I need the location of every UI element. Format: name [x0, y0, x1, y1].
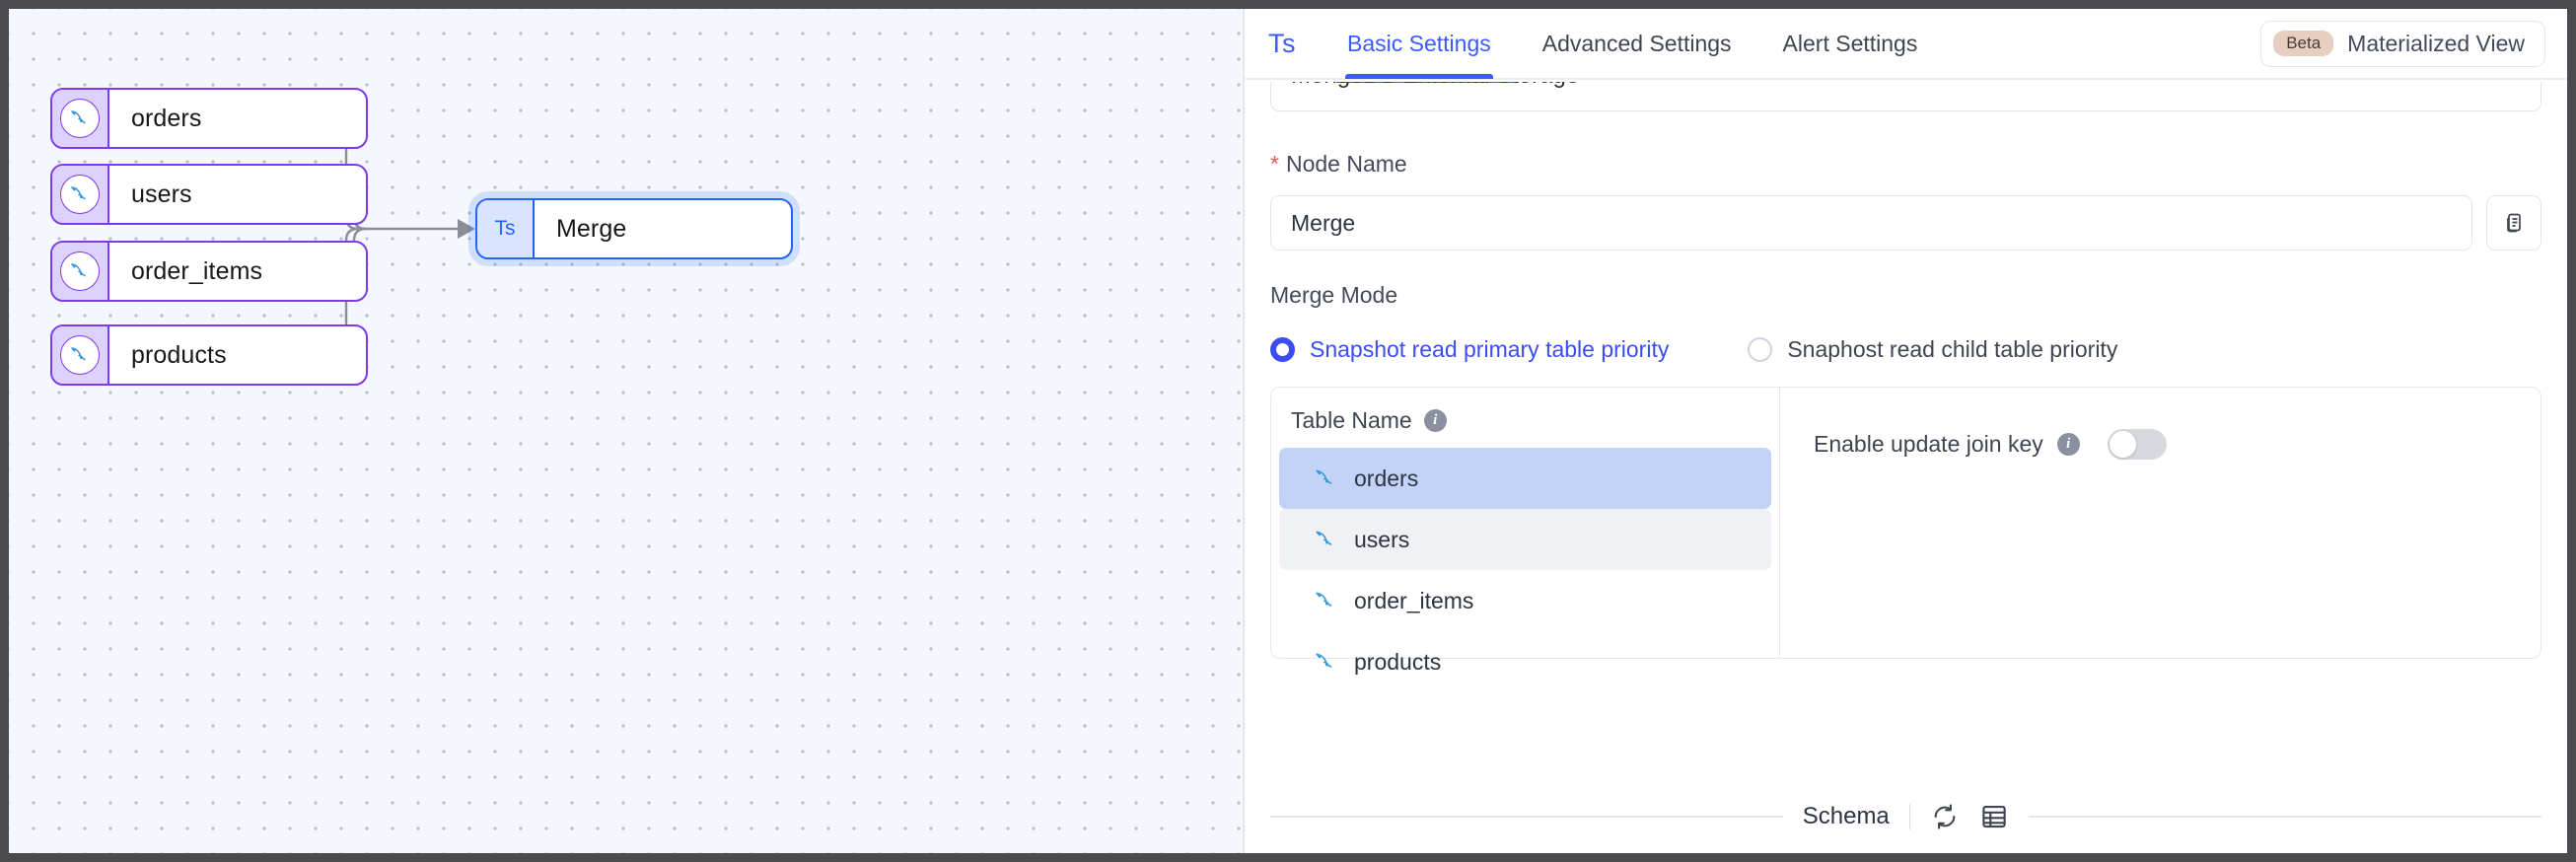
tab-alert-settings[interactable]: Alert Settings	[1782, 30, 1918, 56]
radio-indicator	[1748, 337, 1773, 362]
mysql-dolphin-icon	[1316, 469, 1332, 484]
radio-label: Snaphost read child table priority	[1787, 336, 2118, 362]
mysql-dolphin-icon	[1316, 592, 1332, 607]
ts-badge-icon: Ts	[477, 200, 535, 257]
divider-left	[1270, 816, 1783, 818]
divider-vertical	[1908, 804, 1911, 829]
info-icon[interactable]: i	[1423, 409, 1447, 432]
merge-mode-label: Merge Mode	[1270, 282, 1398, 308]
node-name-row: Merge	[1270, 195, 2541, 251]
merge-mode-radio-group: Snapshot read primary table priority Sna…	[1270, 336, 2541, 363]
divider-right	[2029, 816, 2542, 818]
settings-form: MongoDB External Storage *Node Name Merg…	[1245, 80, 2567, 853]
canvas-node-label: order_items	[131, 256, 263, 285]
node-name-input[interactable]: Merge	[1270, 195, 2472, 251]
table-row[interactable]: orders	[1279, 448, 1771, 509]
mysql-dolphin-icon	[1316, 653, 1332, 668]
radio-snapshot-primary[interactable]: Snapshot read primary table priority	[1270, 336, 1669, 363]
settings-panel: Ts Basic Settings Advanced Settings Aler…	[1245, 9, 2567, 853]
canvas-node-label: products	[131, 340, 227, 369]
copy-button[interactable]	[2486, 195, 2541, 251]
refresh-icon	[1934, 804, 1956, 829]
node-name-label: *Node Name	[1270, 151, 2541, 178]
canvas-node-products[interactable]: products	[50, 324, 368, 386]
schema-label: Schema	[1802, 803, 1890, 829]
tab-bar: Ts Basic Settings Advanced Settings Aler…	[1245, 9, 2567, 80]
selection-highlight	[1336, 82, 1519, 83]
copy-icon	[2507, 213, 2521, 233]
table-row[interactable]: products	[1279, 631, 1771, 692]
table-row-label: order_items	[1354, 587, 1474, 613]
refresh-button[interactable]	[1930, 802, 1960, 831]
canvas-node-users[interactable]: users	[50, 164, 368, 225]
table-name-header-text: Table Name	[1291, 407, 1412, 433]
mysql-dolphin-icon	[1316, 531, 1332, 545]
node-name-label-text: Node Name	[1285, 151, 1407, 177]
table-row-label: orders	[1354, 465, 1419, 491]
beta-badge: Beta	[2273, 31, 2334, 56]
materialized-view-button[interactable]: Beta Materialized View	[2260, 20, 2545, 67]
tab-basic-settings[interactable]: Basic Settings	[1322, 8, 1517, 79]
canvas-node-label: orders	[131, 104, 202, 132]
mysql-dolphin-icon	[52, 326, 109, 384]
table-row[interactable]: order_items	[1279, 570, 1771, 631]
radio-indicator	[1270, 337, 1295, 362]
enable-update-join-key-row: Enable update join key i	[1814, 429, 2540, 460]
table-row[interactable]: users	[1279, 509, 1771, 570]
canvas-node-label: Merge	[556, 214, 627, 243]
info-icon[interactable]: i	[2056, 433, 2080, 456]
table-row-label: users	[1354, 526, 1410, 552]
canvas-node-order-items[interactable]: order_items	[50, 241, 368, 302]
table-name-header: Table Name i	[1271, 407, 1779, 434]
canvas-node-orders[interactable]: orders	[50, 88, 368, 149]
materialized-view-label: Materialized View	[2347, 30, 2525, 56]
radio-label: Snapshot read primary table priority	[1310, 336, 1670, 362]
table-row-label: products	[1354, 648, 1442, 675]
radio-snapshot-child[interactable]: Snaphost read child table priority	[1748, 336, 2117, 363]
canvas-node-merge[interactable]: Ts Merge	[475, 198, 793, 259]
schema-bar: Schema	[1270, 802, 2542, 831]
mysql-dolphin-icon	[52, 243, 109, 300]
table-name-column: Table Name i orders	[1271, 388, 1780, 675]
required-marker: *	[1270, 151, 1279, 177]
table-grid-icon	[1982, 805, 2006, 828]
ts-logo-icon: Ts	[1268, 28, 1296, 58]
mysql-dolphin-icon	[52, 90, 109, 147]
table-view-button[interactable]	[1979, 802, 2009, 831]
join-key-column: Enable update join key i	[1780, 388, 2540, 658]
flow-canvas[interactable]: orders users	[9, 9, 1245, 853]
join-key-label: Enable update join key	[1814, 431, 2043, 457]
join-key-toggle[interactable]	[2107, 429, 2167, 460]
tab-advanced-settings[interactable]: Advanced Settings	[1541, 30, 1732, 56]
external-storage-value: MongoDB External Storage	[1291, 82, 1579, 90]
canvas-node-label: users	[131, 180, 192, 208]
mysql-dolphin-icon	[52, 166, 109, 223]
external-storage-select[interactable]: MongoDB External Storage	[1270, 82, 2541, 111]
table-mapping-card: Table Name i orders	[1270, 387, 2541, 675]
